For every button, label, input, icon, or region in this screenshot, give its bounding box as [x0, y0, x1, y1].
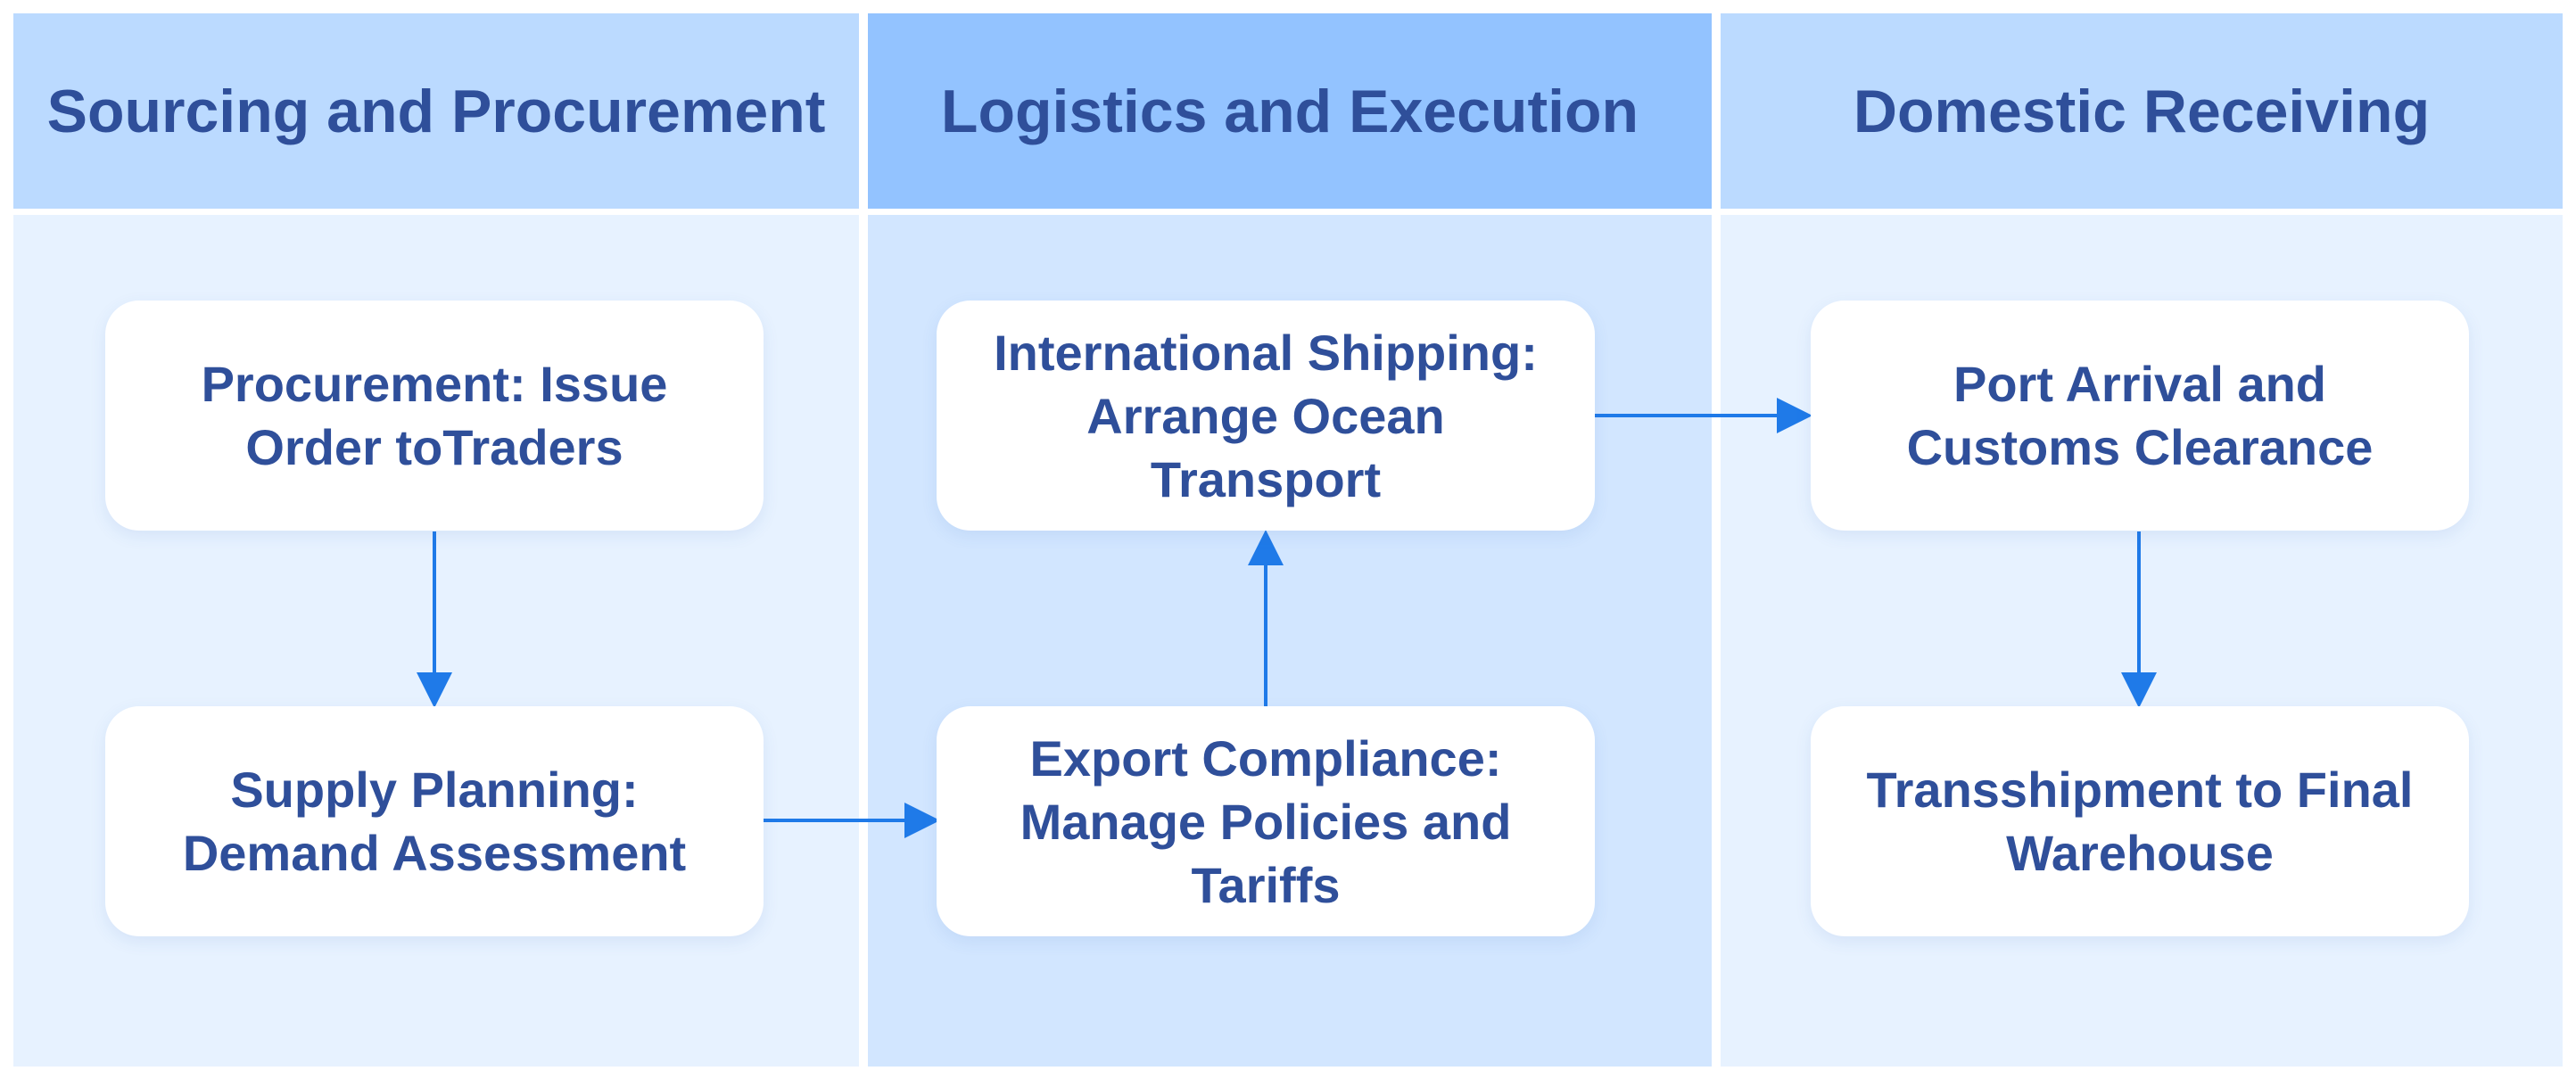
node-supply-planning: Supply Planning: Demand Assessment — [105, 706, 764, 936]
lane-header-domestic: Domestic Receiving — [1721, 13, 2563, 209]
node-port-arrival: Port Arrival and Customs Clearance — [1811, 301, 2469, 531]
node-transshipment: Transshipment to Final Warehouse — [1811, 706, 2469, 936]
lane-header-logistics: Logistics and Execution — [868, 13, 1712, 209]
lane-header-sourcing: Sourcing and Procurement — [13, 13, 859, 209]
node-export-compliance: Export Compliance: Manage Policies and T… — [937, 706, 1595, 936]
node-international-shipping: International Shipping: Arrange Ocean Tr… — [937, 301, 1595, 531]
node-procurement: Procurement: Issue Order toTraders — [105, 301, 764, 531]
